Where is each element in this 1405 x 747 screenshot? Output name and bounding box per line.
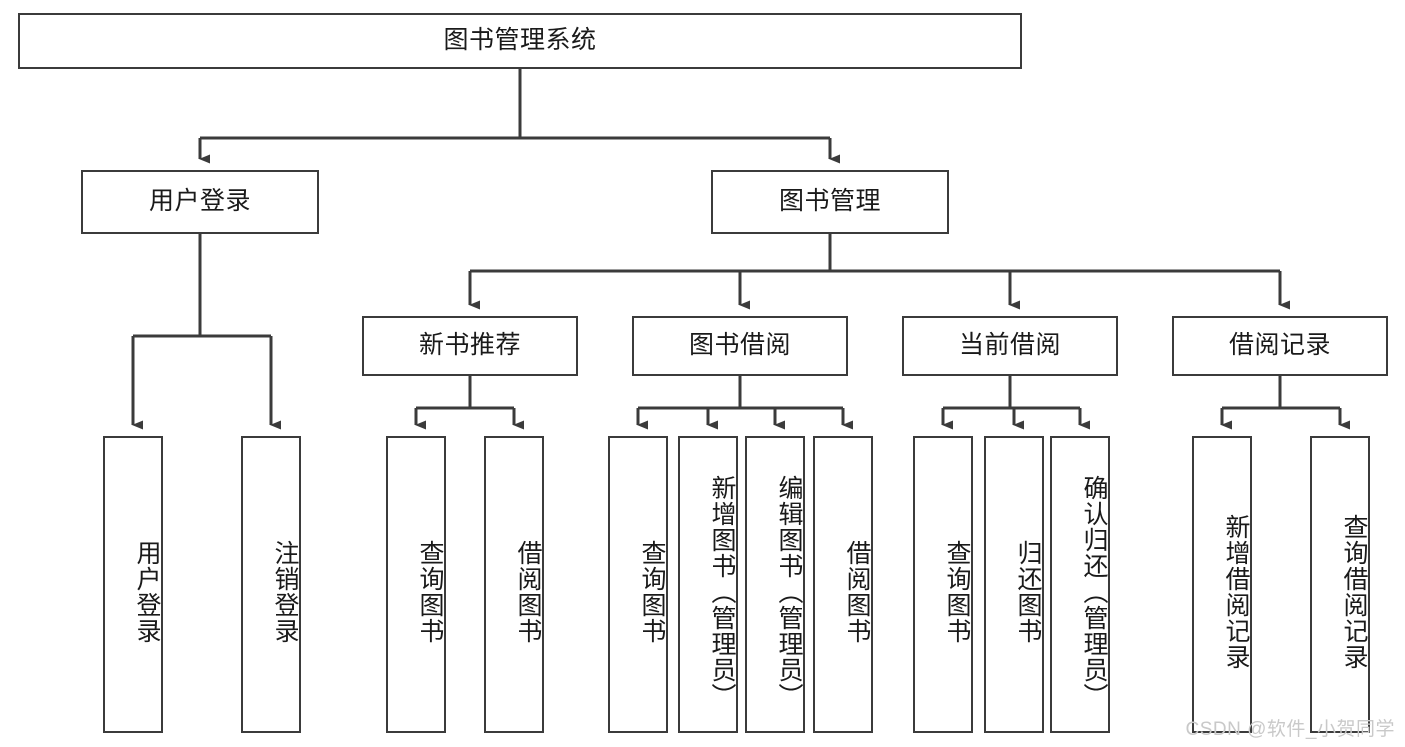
leaf-query-book-current[interactable]: 查询图书 xyxy=(913,436,973,733)
leaf-borrow-book-recommend[interactable]: 借阅图书 xyxy=(484,436,544,733)
leaf-return-book[interactable]: 归还图书 xyxy=(984,436,1044,733)
node-book-management[interactable]: 图书管理 xyxy=(711,170,949,234)
node-root[interactable]: 图书管理系统 xyxy=(18,13,1022,69)
leaf-add-book-admin[interactable]: 新增图书（管理员） xyxy=(678,436,738,733)
node-borrow-record[interactable]: 借阅记录 xyxy=(1172,316,1388,376)
leaf-query-book-borrow[interactable]: 查询图书 xyxy=(608,436,668,733)
leaf-query-borrow-record[interactable]: 查询借阅记录 xyxy=(1310,436,1370,733)
leaf-confirm-return-admin[interactable]: 确认归还（管理员） xyxy=(1050,436,1110,733)
node-current-borrow[interactable]: 当前借阅 xyxy=(902,316,1118,376)
leaf-logout-login[interactable]: 注销登录 xyxy=(241,436,301,733)
leaf-user-login[interactable]: 用户登录 xyxy=(103,436,163,733)
node-new-book-recommend[interactable]: 新书推荐 xyxy=(362,316,578,376)
leaf-borrow-book[interactable]: 借阅图书 xyxy=(813,436,873,733)
csdn-watermark: CSDN @软件_小贺同学 xyxy=(1185,719,1395,740)
node-user-login[interactable]: 用户登录 xyxy=(81,170,319,234)
node-book-borrow[interactable]: 图书借阅 xyxy=(632,316,848,376)
leaf-add-borrow-record[interactable]: 新增借阅记录 xyxy=(1192,436,1252,733)
leaf-edit-book-admin[interactable]: 编辑图书（管理员） xyxy=(745,436,805,733)
leaf-query-book-recommend[interactable]: 查询图书 xyxy=(386,436,446,733)
